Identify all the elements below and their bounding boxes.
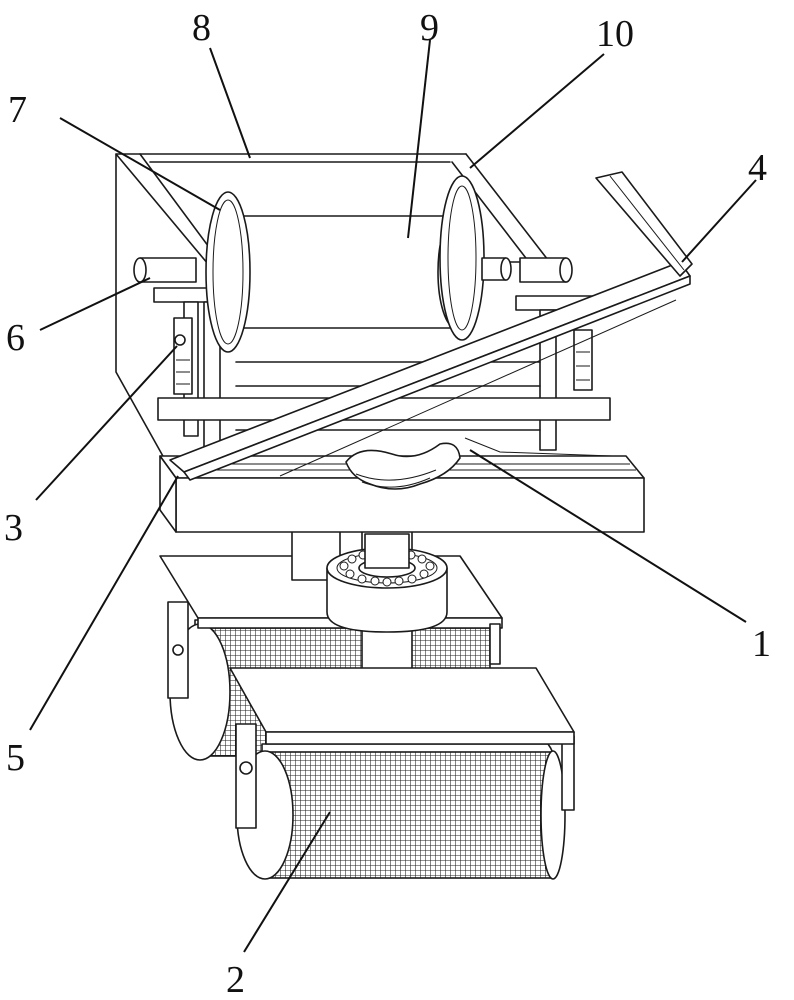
- label-2: 2: [226, 959, 245, 1000]
- label-9: 9: [420, 7, 439, 49]
- leader-lines: [29, 39, 757, 953]
- left-shaft: [133, 257, 197, 283]
- label-5: 5: [6, 737, 25, 779]
- chute: [169, 171, 693, 481]
- label-3: 3: [4, 507, 23, 549]
- label-8: 8: [192, 7, 211, 49]
- base-tray: [159, 437, 645, 533]
- front-roller: [235, 723, 575, 880]
- drum: [205, 175, 512, 353]
- right-shaft: [519, 257, 573, 283]
- cross-bars: [157, 361, 611, 431]
- part-labels: 1 2 3 4 5 6 7 8 9 10: [4, 7, 771, 1000]
- label-1: 1: [752, 623, 771, 665]
- label-6: 6: [6, 317, 25, 359]
- bearing: [326, 533, 448, 633]
- label-10: 10: [596, 13, 634, 55]
- front-plate: [229, 667, 575, 745]
- label-7: 7: [8, 89, 27, 131]
- label-4: 4: [748, 147, 767, 189]
